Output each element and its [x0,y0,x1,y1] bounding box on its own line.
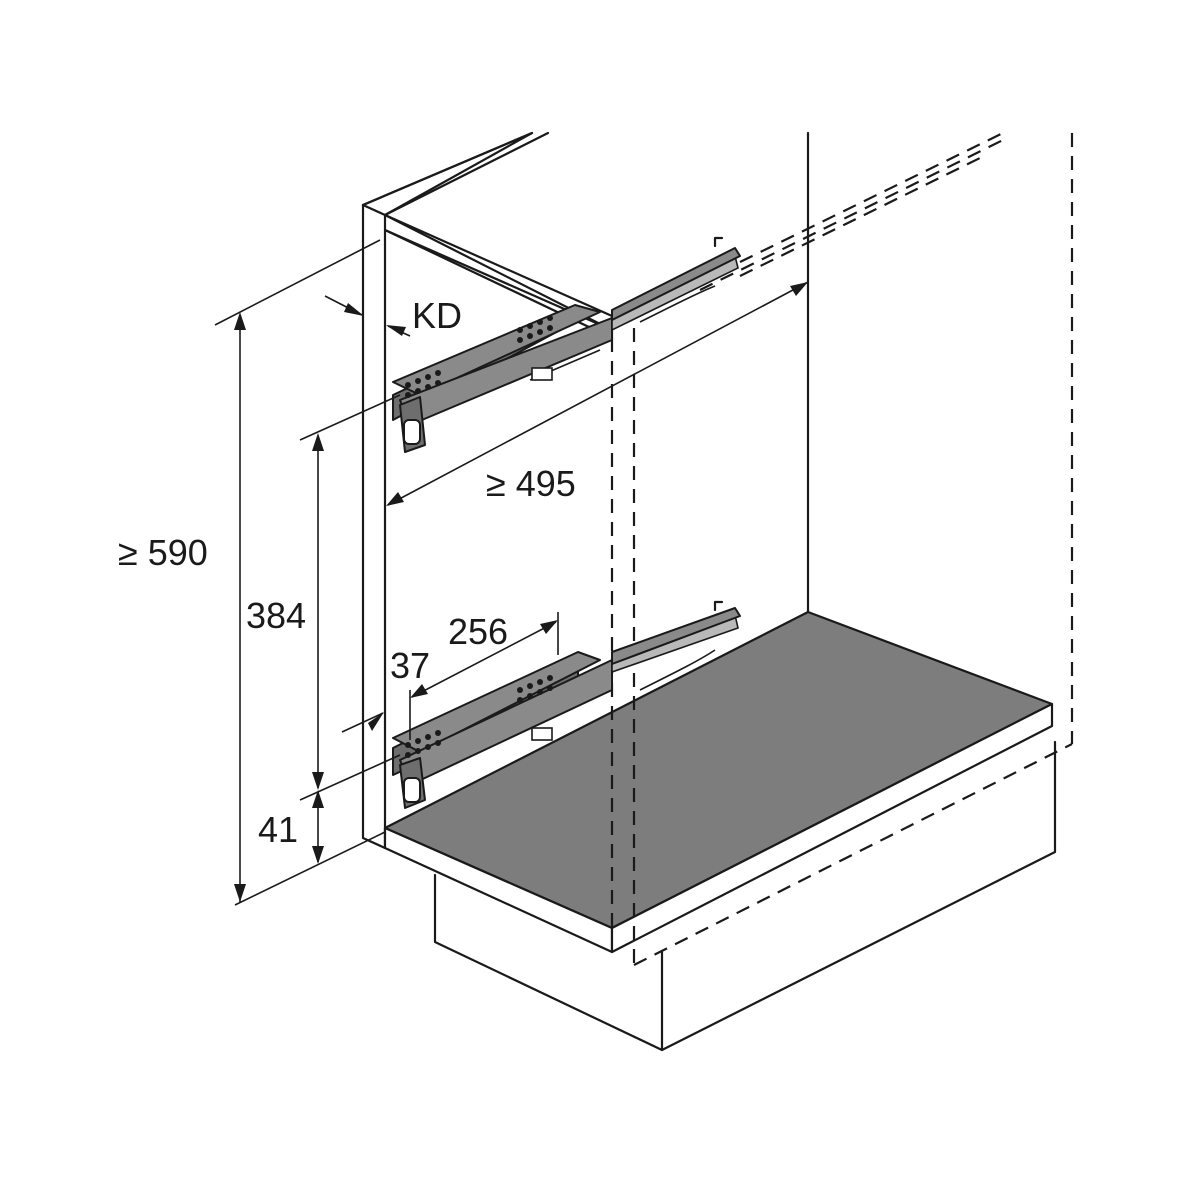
front-offset-label: 37 [390,645,430,686]
height-dimension-line [214,239,386,906]
kd-dimension [324,295,411,337]
hole-spacing-dimension-line [341,612,559,740]
plinth [433,740,1057,1052]
lower-rail-holes-rear [517,675,553,703]
upper-rail [392,236,741,453]
upper-rail-holes-rear [517,315,553,343]
bottom-offset-label: 41 [258,809,298,850]
floor-board [383,610,1054,954]
lower-rail-holes-front [405,730,441,758]
depth-dimension-line [386,281,809,506]
kd-label: KD [412,295,462,336]
hole-spacing-label: 256 [448,611,508,652]
bottom-offset-dimension-line [299,754,401,864]
rail-spacing-label: 384 [246,595,306,636]
rail-spacing-dimension-line [299,394,401,790]
left-side-panel [361,203,387,850]
height-label: ≥ 590 [118,532,208,573]
depth-label: ≥ 495 [486,463,576,504]
hidden-lines [610,132,1074,966]
upper-rail-holes-front [405,370,441,398]
lower-rail [392,600,741,809]
